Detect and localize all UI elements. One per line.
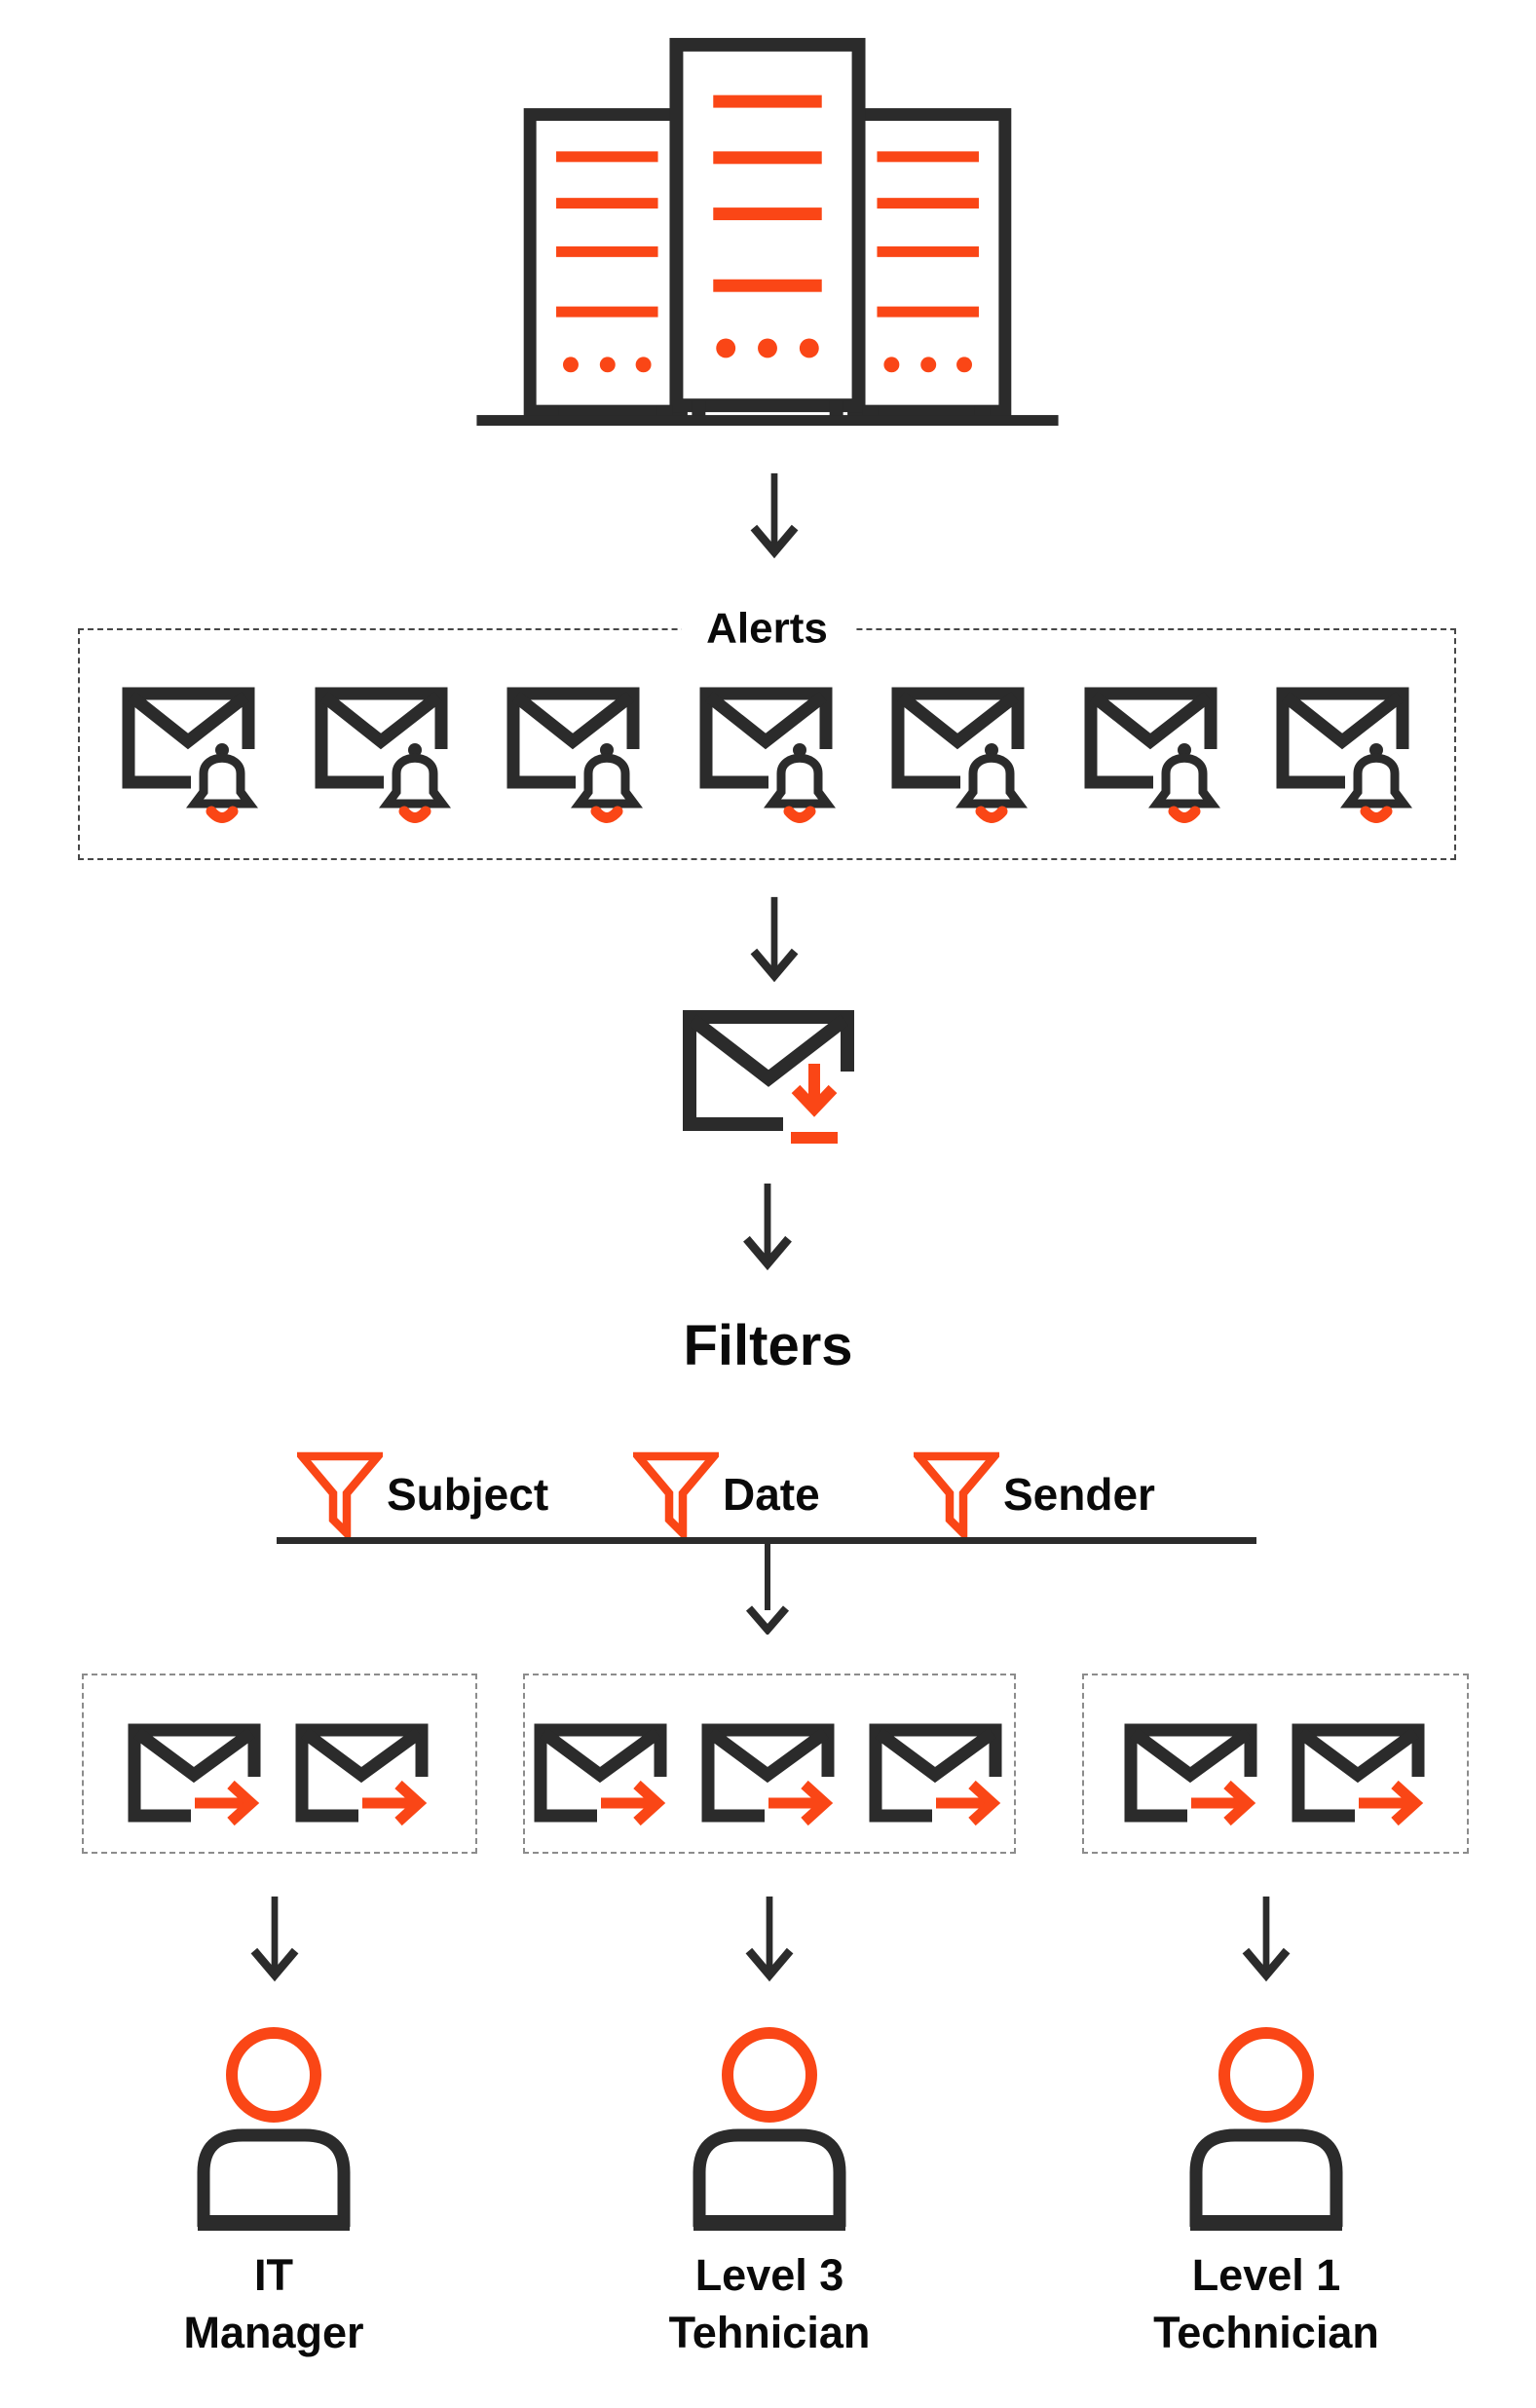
arrow-down-icon xyxy=(1237,1894,1295,1987)
recipient-line2: Manager xyxy=(183,2308,364,2357)
server-rack-icon xyxy=(475,25,1060,433)
mail-forward-icon xyxy=(294,1722,432,1831)
funnel-icon xyxy=(633,1449,719,1539)
funnel-icon xyxy=(297,1449,383,1539)
mail-forward-icon xyxy=(700,1722,839,1831)
mail-alert-icon xyxy=(1275,686,1413,824)
recipient-line2: Technician xyxy=(1153,2308,1379,2357)
person-icon xyxy=(191,2026,356,2236)
arrow-down-icon xyxy=(745,470,804,564)
forward-mails-row xyxy=(84,1675,475,1831)
filter-subject-label: Subject xyxy=(387,1469,549,1520)
recipient-line1: IT xyxy=(254,2250,293,2300)
recipient-line2: Tehnician xyxy=(668,2308,871,2357)
route-box-level1 xyxy=(1082,1674,1469,1854)
recipient-line1: Level 3 xyxy=(694,2250,844,2300)
mail-alert-icon xyxy=(1083,686,1221,824)
filter-baseline xyxy=(277,1537,1256,1544)
funnel-icon xyxy=(914,1449,999,1539)
mail-alert-icon xyxy=(698,686,837,824)
route-box-level3 xyxy=(523,1674,1016,1854)
mail-alert-icon xyxy=(121,686,259,824)
filter-sender: Sender xyxy=(914,1449,1155,1539)
alerts-group-box: Alerts xyxy=(78,604,1456,860)
mail-alert-icon xyxy=(506,686,644,824)
arrow-down-icon xyxy=(740,1894,799,1987)
filter-subject: Subject xyxy=(297,1449,548,1539)
forward-mails-row xyxy=(525,1675,1014,1831)
mail-forward-icon xyxy=(1123,1722,1261,1831)
mail-forward-icon xyxy=(533,1722,671,1831)
alerts-label: Alerts xyxy=(681,604,853,654)
recipient-it-manager: IT Manager xyxy=(118,2246,430,2361)
arrowhead-down-icon xyxy=(744,1605,791,1635)
mail-alert-icon xyxy=(314,686,452,824)
filters-title: Filters xyxy=(683,1314,853,1377)
connector-line xyxy=(765,1544,770,1610)
mail-forward-icon xyxy=(1291,1722,1429,1831)
route-box-it-manager xyxy=(82,1674,477,1854)
mail-alert-icon xyxy=(890,686,1029,824)
mail-forward-icon xyxy=(127,1722,265,1831)
recipient-level3-tehnician: Level 3 Tehnician xyxy=(614,2246,925,2361)
filter-date: Date xyxy=(633,1449,820,1539)
arrow-down-icon xyxy=(745,894,804,988)
arrow-down-icon xyxy=(738,1181,797,1276)
person-icon xyxy=(1183,2026,1349,2236)
alert-mails-row xyxy=(80,630,1454,824)
recipient-level1-technician: Level 1 Technician xyxy=(1110,2246,1422,2361)
person-icon xyxy=(687,2026,852,2236)
arrow-down-icon xyxy=(245,1894,304,1987)
forward-mails-row xyxy=(1084,1675,1467,1831)
mail-download-icon xyxy=(682,1009,855,1157)
filter-sender-label: Sender xyxy=(1003,1469,1155,1520)
recipient-line1: Level 1 xyxy=(1191,2250,1341,2300)
mail-forward-icon xyxy=(868,1722,1006,1831)
filter-date-label: Date xyxy=(723,1469,820,1520)
